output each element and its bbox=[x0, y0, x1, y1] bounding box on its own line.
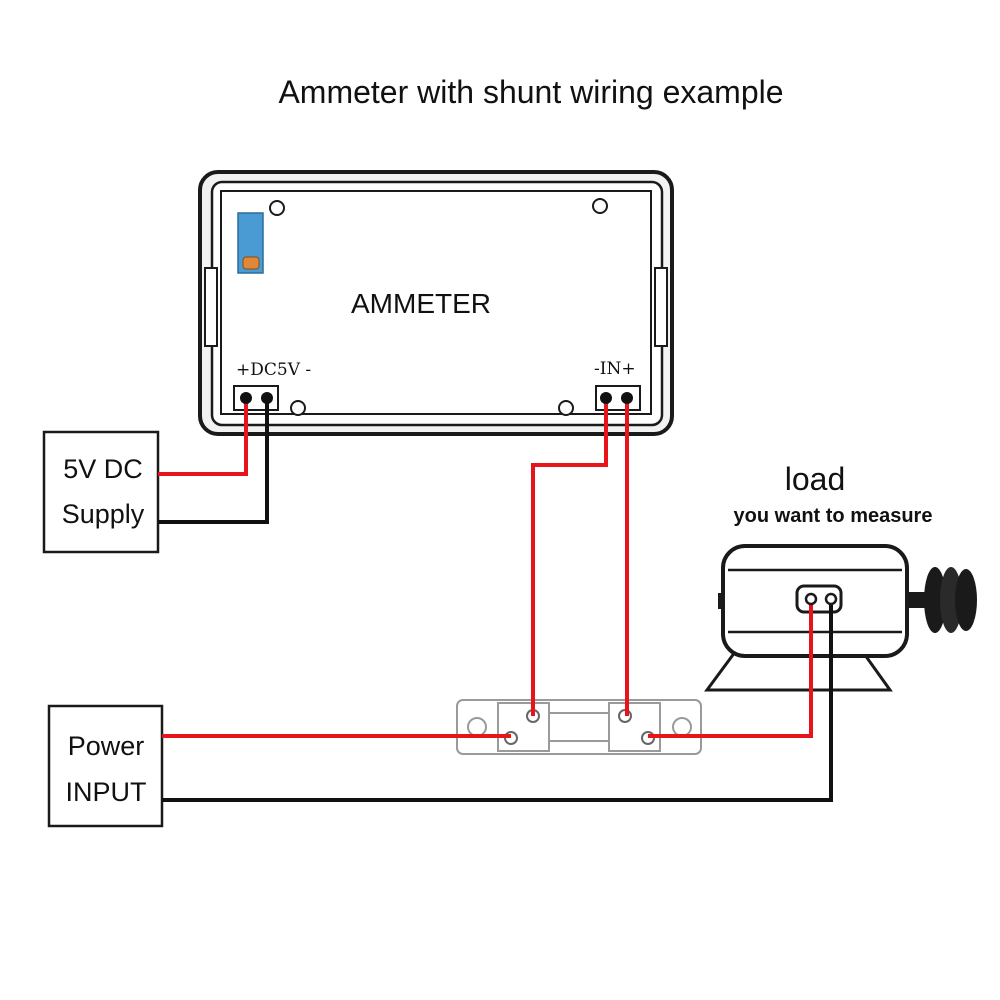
wire-supply-positive bbox=[158, 397, 248, 476]
mounting-hole bbox=[592, 198, 608, 214]
wire-shunt-to-load bbox=[648, 600, 813, 738]
terminal-screws bbox=[240, 392, 838, 606]
diagram-title: Ammeter with shunt wiring example bbox=[278, 74, 783, 110]
ammeter-panel: AMMETER +DC5V - -IN+ bbox=[198, 170, 674, 436]
terminal-screw bbox=[261, 392, 273, 404]
terminal-screw bbox=[600, 392, 612, 404]
power-label-line2: INPUT bbox=[66, 777, 147, 807]
shunt-resistor bbox=[456, 699, 702, 755]
wire-supply-negative bbox=[158, 397, 269, 524]
load-label: load bbox=[785, 461, 846, 497]
power-input-box: Power INPUT bbox=[47, 704, 164, 828]
terminal-screw bbox=[240, 392, 252, 404]
dc-supply-box: 5V DC Supply bbox=[42, 430, 160, 554]
motor-terminal-screw bbox=[824, 592, 838, 606]
wire-in-negative bbox=[531, 397, 608, 716]
adjust-potentiometer-icon bbox=[237, 212, 264, 274]
terminal-screw bbox=[621, 392, 633, 404]
ammeter-label: AMMETER bbox=[351, 288, 491, 319]
right-mount-tab bbox=[654, 267, 668, 347]
supply-label-line1: 5V DC bbox=[63, 454, 143, 484]
mounting-hole bbox=[269, 200, 285, 216]
power-label-line1: Power bbox=[68, 731, 145, 761]
wiring bbox=[158, 397, 833, 802]
motor-load-icon bbox=[704, 544, 977, 692]
load-sublabel: you want to measure bbox=[734, 505, 933, 527]
mounting-hole bbox=[558, 400, 574, 416]
input-terminal-label: -IN+ bbox=[594, 359, 636, 379]
wire-power-negative bbox=[162, 600, 833, 802]
supply-label-line2: Supply bbox=[62, 499, 145, 529]
left-mount-tab bbox=[204, 267, 218, 347]
motor-terminal-screw bbox=[804, 592, 818, 606]
power-terminal-label: +DC5V - bbox=[236, 360, 311, 380]
mounting-hole bbox=[290, 400, 306, 416]
